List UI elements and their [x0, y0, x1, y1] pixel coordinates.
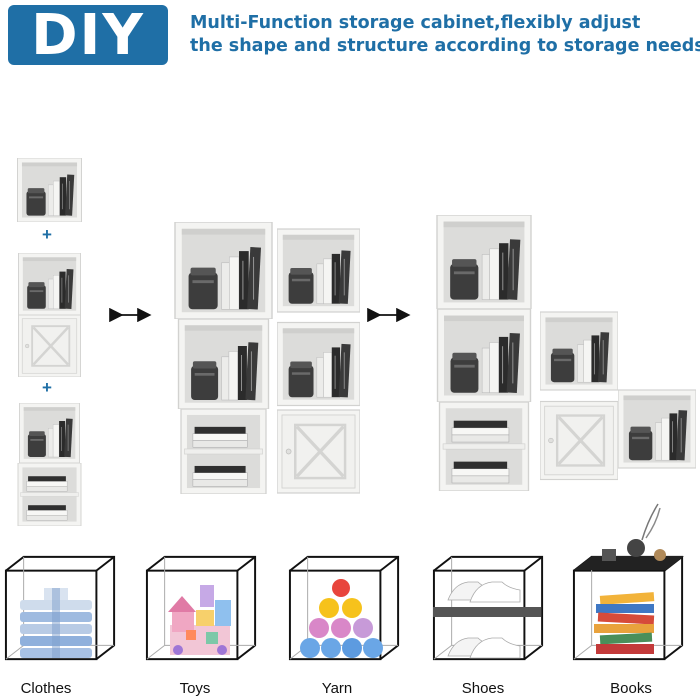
box-books [572, 503, 684, 661]
books-stack-icon [594, 503, 666, 654]
toy-blocks-icon [168, 585, 231, 655]
clothes-stack-icon [20, 588, 92, 658]
shoes-icon [433, 581, 541, 659]
caption-books: Books [610, 680, 652, 697]
box-yarn [288, 555, 400, 661]
yarn-balls-icon [300, 579, 383, 658]
diy-badge-text: DIY [31, 2, 145, 68]
center-cabinet-2x3 [174, 222, 360, 494]
module-single-cube [16, 158, 83, 222]
box-clothes [4, 555, 116, 661]
box-toys [145, 555, 257, 661]
headline: Multi-Function storage cabinet,flexibly … [190, 12, 700, 58]
diy-badge: DIY [8, 2, 168, 68]
headline-line-1: Multi-Function storage cabinet,flexibly … [190, 13, 641, 33]
plus-sign-1: + [42, 225, 52, 244]
plus-sign-2: + [42, 378, 52, 397]
module-cube-with-shelves [17, 403, 82, 526]
caption-clothes: Clothes [20, 680, 72, 697]
box-shoes [432, 555, 544, 661]
module-cube-with-door [17, 253, 82, 377]
caption-shoes: Shoes [461, 680, 505, 697]
caption-yarn: Yarn [321, 680, 353, 697]
staircase-cabinet [436, 215, 696, 491]
headline-line-2: the shape and structure according to sto… [190, 36, 700, 56]
caption-toys: Toys [179, 680, 211, 697]
